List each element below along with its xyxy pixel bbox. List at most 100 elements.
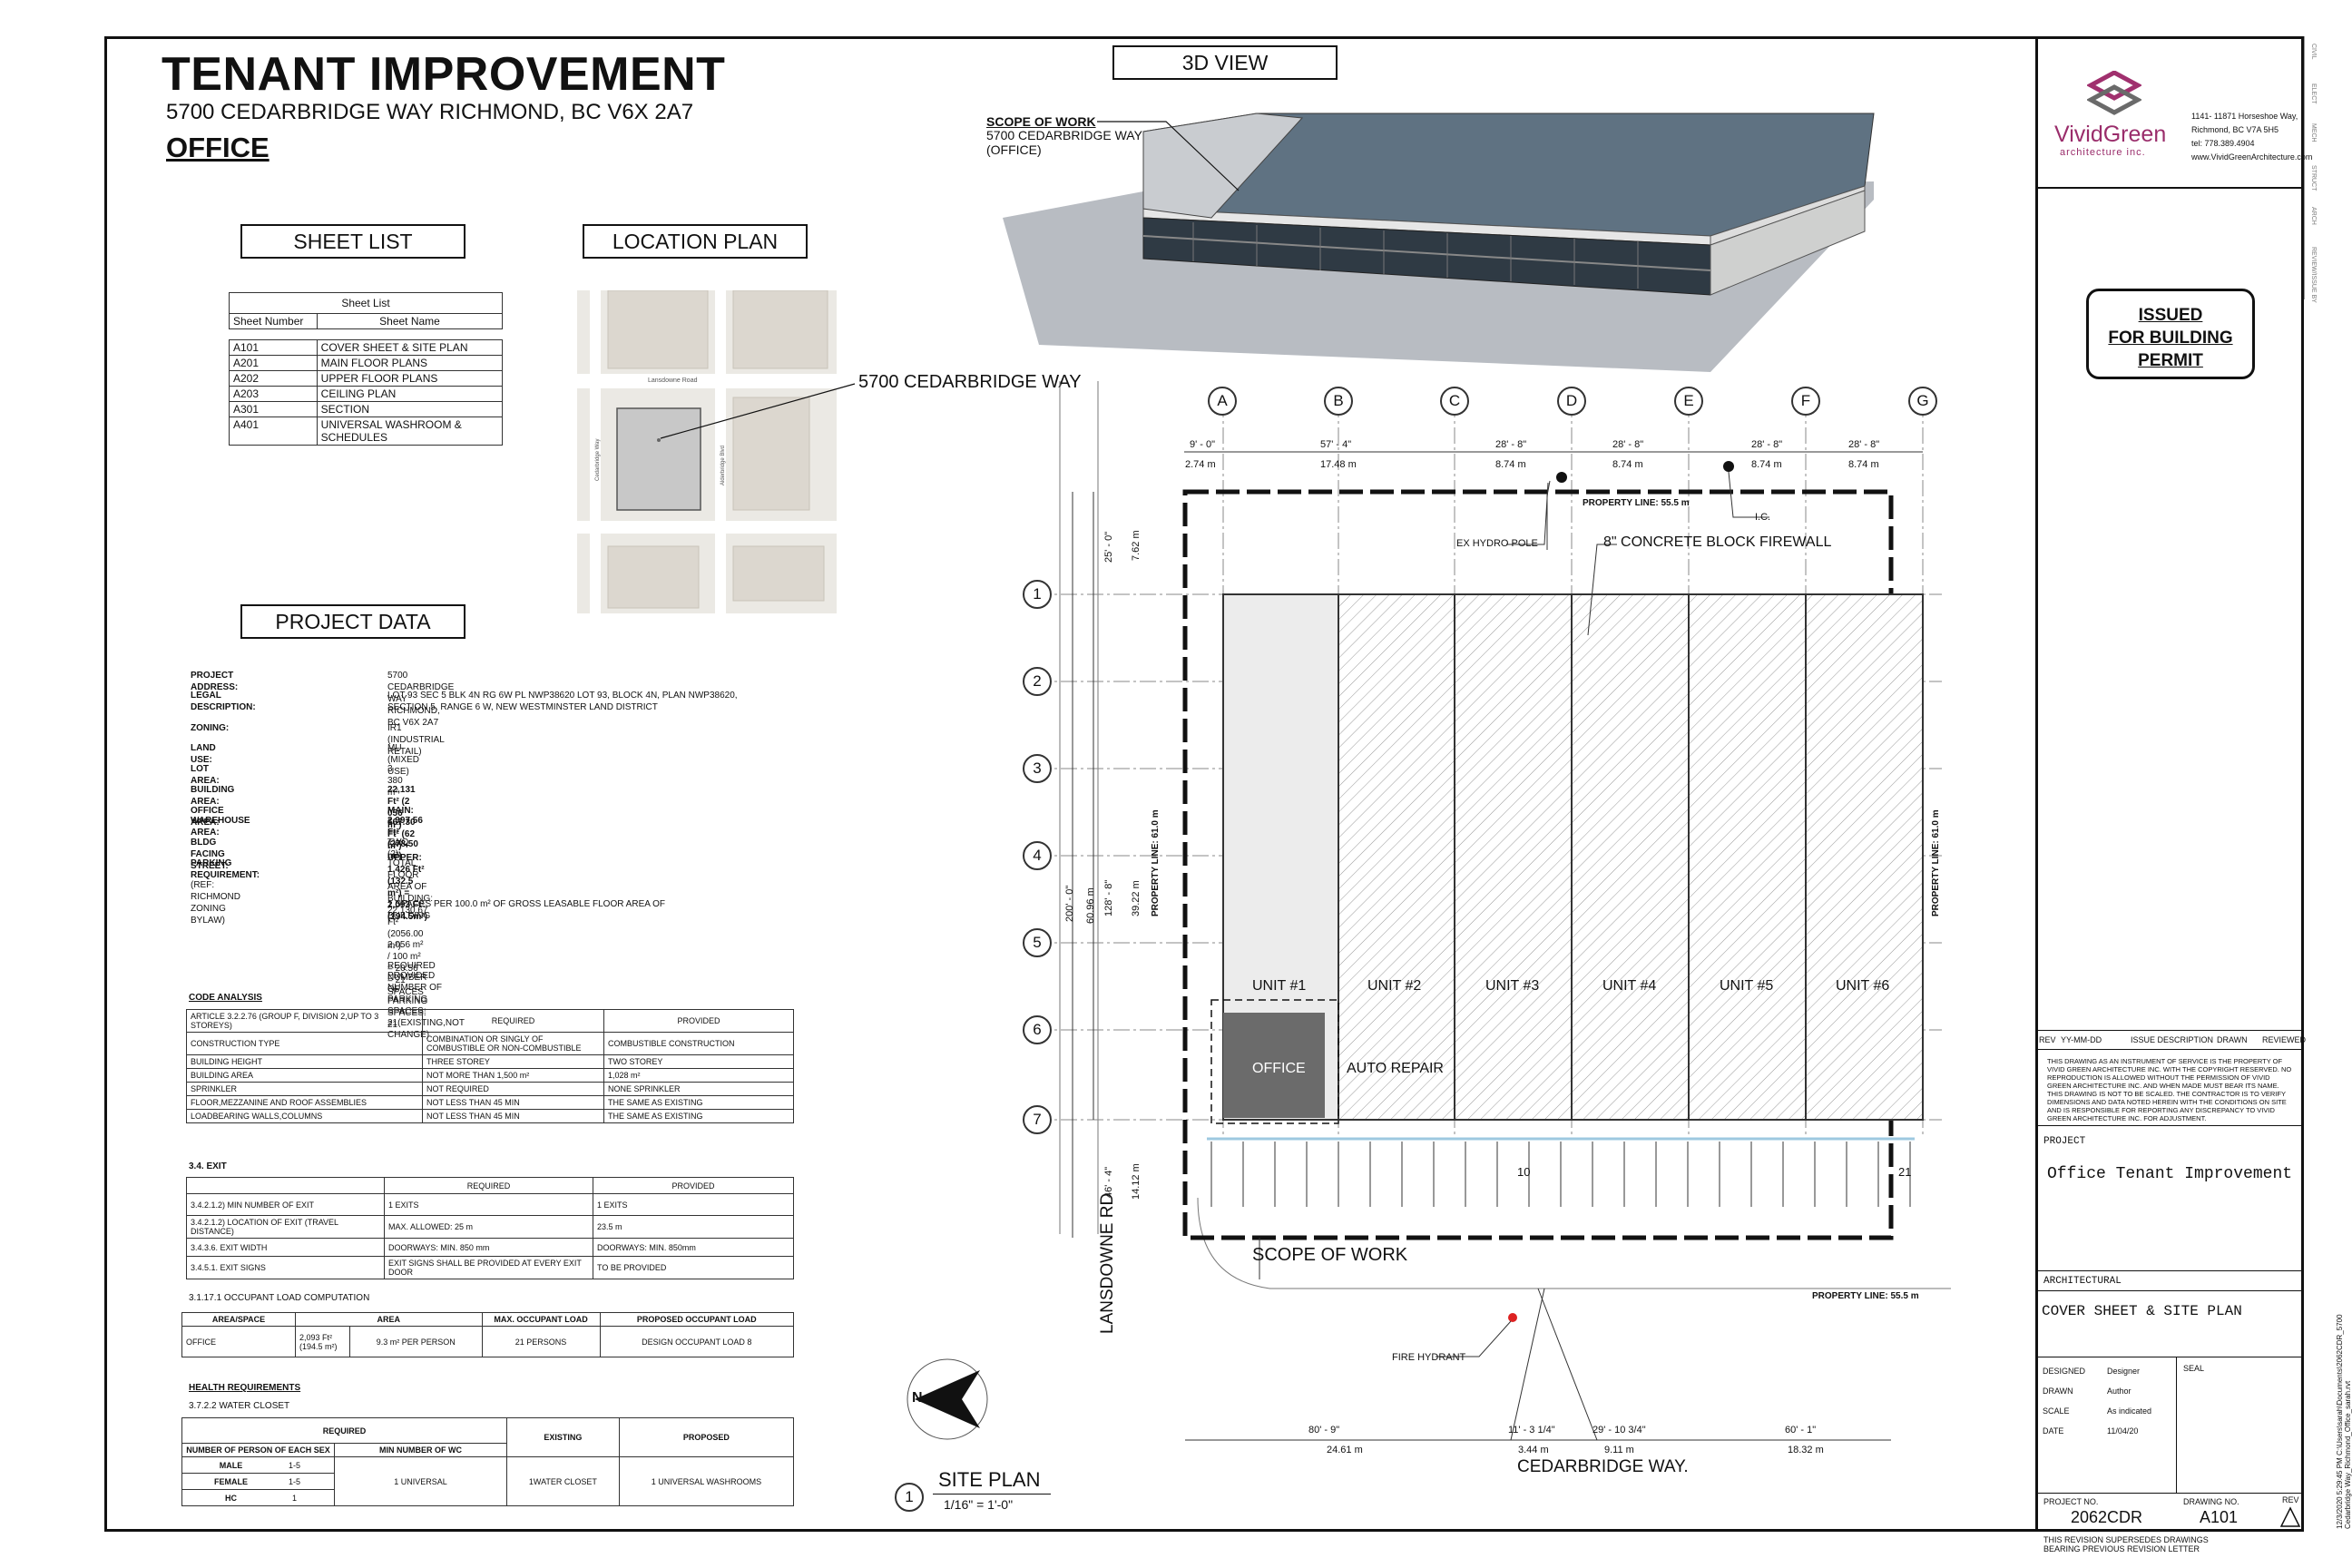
- occupant-title: 3.1.17.1 OCCUPANT LOAD COMPUTATION: [189, 1293, 370, 1303]
- stamp-label: ARCH: [2310, 207, 2317, 225]
- road-cedarbridge: CEDARBRIDGE WAY.: [1517, 1457, 1689, 1476]
- firewall-label: 8" CONCRETE BLOCK FIREWALL: [1603, 534, 1832, 550]
- firm-address2: Richmond, BC V7A 5H5: [2191, 125, 2279, 134]
- plan-title: SITE PLAN: [938, 1468, 1041, 1491]
- dim-left: 14.12 m: [1131, 1163, 1142, 1200]
- firm-address1: 1141- 11871 Horseshoe Way,: [2191, 112, 2298, 121]
- dim-ft: 28' - 8": [1612, 439, 1644, 450]
- location-callout: 5700 CEDARBRIDGE WAY: [858, 372, 1082, 392]
- dim-bottom: 24.61 m: [1327, 1445, 1363, 1455]
- issued-stamp: ISSUED FOR BUILDING PERMIT: [2086, 289, 2255, 379]
- drawing-title: TENANT IMPROVEMENT: [162, 48, 726, 101]
- firm-website: www.VividGreenArchitecture.com: [2191, 152, 2313, 162]
- north-label: N: [912, 1390, 923, 1406]
- unit-label: UNIT #1: [1252, 978, 1307, 994]
- dim-m: 2.74 m: [1185, 459, 1216, 470]
- project-no-label: PROJECT NO.: [2043, 1497, 2099, 1506]
- stamp-label: MECH: [2310, 123, 2317, 142]
- table-row: 3.4.2.1.2) LOCATION OF EXIT (TRAVEL DIST…: [186, 1215, 794, 1239]
- copyright-notice: THIS DRAWING AS AN INSTRUMENT OF SERVICE…: [2047, 1057, 2292, 1122]
- grid-bubble: 4: [1023, 841, 1052, 870]
- unit-label: UNIT #4: [1602, 978, 1657, 994]
- grid-bubble: A: [1208, 387, 1237, 416]
- dim-m: 8.74 m: [1848, 459, 1879, 470]
- dim-bottom: 60' - 1": [1785, 1425, 1817, 1436]
- col-sheet-name: Sheet Name: [317, 313, 503, 329]
- project-label: PROJECT: [2043, 1136, 2086, 1147]
- dim-left: 128' - 8": [1103, 879, 1114, 916]
- sheet-list-title: Sheet List: [229, 292, 503, 314]
- stamp-label: CIVIL: [2310, 44, 2317, 60]
- stamp-label: REVIEW/ISSUE BY: [2310, 247, 2317, 303]
- map-street-label: Cedarbridge Way: [595, 439, 601, 481]
- sheet-border: [104, 36, 2304, 1532]
- grid-bubble: 7: [1023, 1105, 1052, 1134]
- stamp-label: STRUCT: [2310, 165, 2317, 191]
- building-3d-view: [1003, 113, 1875, 372]
- dim-ft: 28' - 8": [1495, 439, 1527, 450]
- grid-bubble: E: [1674, 387, 1703, 416]
- dim-left: 60.96 m: [1085, 887, 1096, 924]
- project-name: Office Tenant Improvement: [2047, 1165, 2293, 1183]
- project-subtitle: OFFICE: [166, 132, 270, 163]
- rev-label: REV: [2282, 1495, 2299, 1504]
- dim-left: 39.22 m: [1131, 880, 1142, 916]
- dim-left: 25' - 0": [1103, 531, 1114, 563]
- project-data-label: PROJECT DATA: [240, 604, 466, 639]
- firm-name: VividGreen: [2054, 122, 2167, 147]
- property-line-bottom: PROPERTY LINE: 55.5 m: [1812, 1291, 1919, 1301]
- grid-bubble: B: [1324, 387, 1353, 416]
- dim-bottom: 3.44 m: [1518, 1445, 1549, 1455]
- auto-repair-label: AUTO REPAIR: [1347, 1061, 1444, 1076]
- plan-scale: 1/16" = 1'-0": [944, 1497, 1014, 1512]
- property-line-left: PROPERTY LINE: 61.0 m: [1151, 809, 1161, 916]
- grid-bubble: 2: [1023, 667, 1052, 696]
- revision-triangle-icon: [2279, 1506, 2301, 1527]
- grid-bubble: C: [1440, 387, 1469, 416]
- dim-ft: 9' - 0": [1190, 439, 1216, 450]
- location-plan-label: LOCATION PLAN: [583, 224, 808, 259]
- revision-header: REV YY-MM-DD ISSUE DESCRIPTION DRAWN REV…: [2035, 1030, 2306, 1050]
- stamp-column: [2304, 36, 2326, 299]
- dim-m: 8.74 m: [1612, 459, 1643, 470]
- drawing-no: A101: [2200, 1508, 2239, 1526]
- col-sheet-number: Sheet Number: [229, 313, 318, 329]
- dim-m: 8.74 m: [1751, 459, 1782, 470]
- dim-ft: 57' - 4": [1320, 439, 1352, 450]
- grid-bubble: G: [1908, 387, 1937, 416]
- grid-bubble: 1: [1023, 580, 1052, 609]
- scope-3d-line2: (OFFICE): [986, 142, 1042, 157]
- title-block: [2035, 36, 2304, 1532]
- location-callout-leader: [660, 383, 856, 439]
- dim-m: 17.48 m: [1320, 459, 1357, 470]
- firm-subtitle: architecture inc.: [2060, 147, 2146, 158]
- code-analysis-table: ARTICLE 3.2.2.76 (GROUP F, DIVISION 2,UP…: [186, 1009, 794, 1123]
- sheet-title: COVER SHEET & SITE PLAN: [2042, 1303, 2242, 1319]
- unit-label: UNIT #3: [1485, 978, 1540, 994]
- dim-ft: 28' - 8": [1848, 439, 1880, 450]
- exit-title: 3.4. EXIT: [189, 1161, 227, 1171]
- property-line-right: PROPERTY LINE: 61.0 m: [1931, 809, 1941, 916]
- view3d-label: 3D VIEW: [1112, 45, 1338, 80]
- sheet-list-label: SHEET LIST: [240, 224, 466, 259]
- location-map-graphic: Lansdowne Road Cedarbridge Way Alderbrid…: [577, 290, 837, 613]
- scope-3d-line1: 5700 CEDARBRIDGE WAY: [986, 128, 1142, 142]
- dim-bottom: 9.11 m: [1604, 1445, 1634, 1455]
- scope-3d-title: SCOPE OF WORK: [986, 114, 1096, 129]
- revision-note: THIS REVISION SUPERSEDES DRAWINGS BEARIN…: [2043, 1535, 2209, 1553]
- firm-phone: tel: 778.389.4904: [2191, 139, 2255, 148]
